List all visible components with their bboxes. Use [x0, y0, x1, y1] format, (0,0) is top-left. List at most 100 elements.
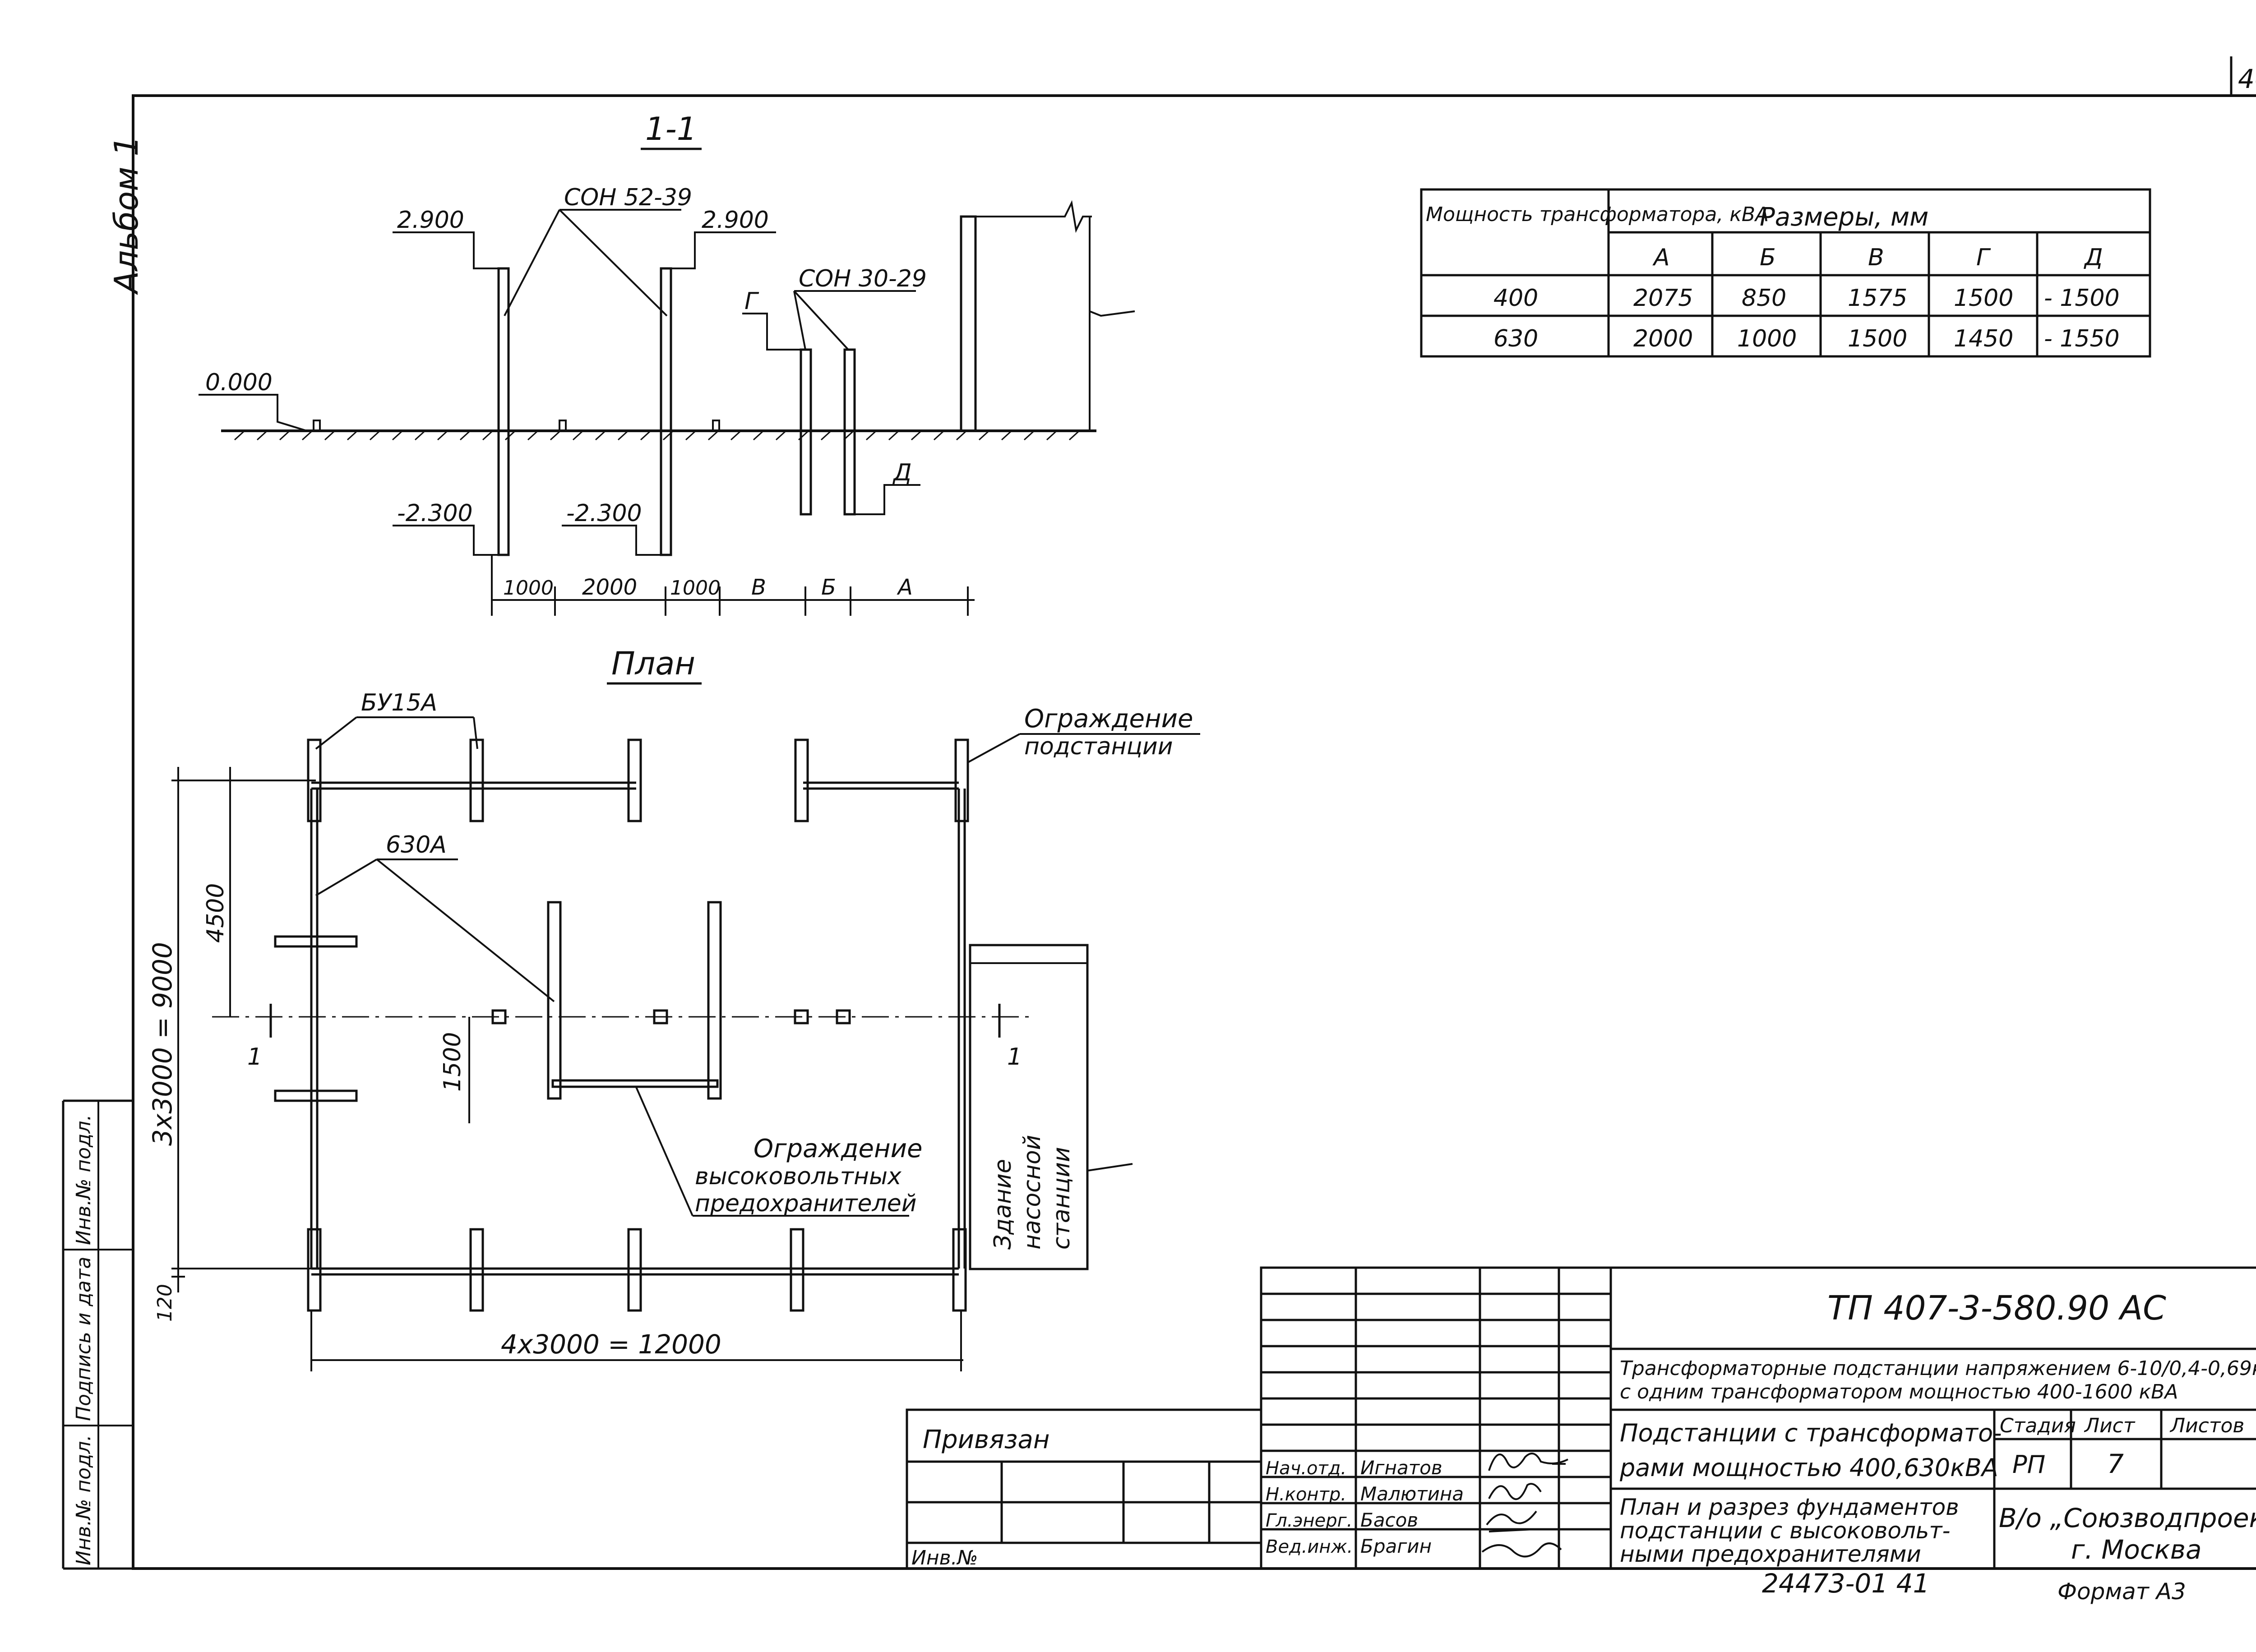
signature-name: Брагин [1360, 1535, 1432, 1557]
project-line-1: Трансформаторные подстанции напряжением … [1620, 1357, 2256, 1380]
post-plan [469, 1228, 484, 1312]
bound-label: Привязан [923, 1425, 1049, 1454]
sheet-frame [62, 56, 2256, 1570]
table-group-header: Размеры, мм [1760, 203, 1928, 232]
table-cell: - 1500 [2044, 285, 2120, 312]
format-label: Формат А3 [2057, 1578, 2186, 1605]
table-cell: 2000 [1633, 325, 1693, 352]
post-plan [307, 1228, 322, 1312]
strip-label-top: Инв.№ подл. [72, 1114, 95, 1245]
elevation-2900-left: 2.900 [397, 207, 464, 234]
title-block: ТП 407-3-580.90 АС Трансформаторные подс… [906, 1266, 2256, 1605]
signature-name: Басов [1360, 1509, 1418, 1531]
table-cell: 1575 [1848, 285, 1907, 312]
post-plan [707, 901, 722, 1100]
table-cell: 1500 [1954, 285, 2013, 312]
profile-label-son30: СОН 30-29 [799, 265, 927, 292]
post-plan [954, 738, 969, 822]
dim-1500: 1500 [439, 1032, 466, 1092]
table-row-power: 400 [1493, 285, 1538, 312]
signature-role: Вед.инж. [1266, 1537, 1353, 1557]
pump-station-label-3: станции [1048, 1147, 1075, 1250]
elevation-minus2300-right: -2.300 [566, 500, 642, 527]
strip-label-bottom: Инв.№ подл. [72, 1435, 95, 1565]
pump-station-label-2: насосной [1019, 1135, 1046, 1250]
plan-view: План [147, 645, 1200, 1371]
dim-4x3000: 4x3000 = 12000 [501, 1329, 721, 1360]
signature-name: Игнатов [1360, 1457, 1442, 1479]
signature-role: Н.контр. [1266, 1484, 1346, 1505]
label-substation-fence-2: подстанции [1024, 733, 1173, 760]
table-col-a: А [1652, 244, 1670, 271]
label-630a: 630А [386, 831, 447, 858]
table-cell: 1500 [1848, 325, 1907, 352]
sheet-title-2: подстанции с высоковольт- [1620, 1518, 1951, 1544]
post-plan [790, 1228, 804, 1312]
elevation-0000: 0.000 [205, 369, 273, 396]
section-title: 1-1 [645, 111, 697, 148]
table-cell: 1450 [1954, 325, 2013, 352]
cut-mark-left: 1 [247, 1043, 262, 1071]
dim-1000-a: 1000 [503, 577, 554, 600]
table-col-v: В [1868, 244, 1884, 271]
dim-a: А [897, 575, 913, 600]
table-cell: 2075 [1633, 285, 1693, 312]
drawing-code: ТП 407-3-580.90 АС [1827, 1289, 2166, 1328]
table-cell: 850 [1742, 285, 1786, 312]
table-col-b: Б [1760, 244, 1776, 271]
dim-1000-b: 1000 [670, 577, 721, 600]
pump-station-building [969, 944, 1089, 1270]
elevation-d: Д [892, 459, 912, 486]
album-label: Альбом 1 [107, 136, 145, 295]
post-plan [627, 1228, 642, 1312]
page-number: 40 [2238, 64, 2256, 94]
label-hv-fence-3: предохранителей [695, 1190, 917, 1217]
elevation-g: Г [744, 288, 759, 315]
signature-role: Нач.отд. [1266, 1458, 1346, 1479]
inv-label: Инв.№ [911, 1546, 978, 1569]
sheet-value: 7 [2107, 1449, 2124, 1479]
dim-v: В [751, 575, 766, 600]
plan-title: План [611, 645, 695, 682]
stage-value: РП [2012, 1450, 2045, 1479]
profile-label-son52: СОН 52-39 [564, 184, 692, 211]
post-plan [952, 1228, 967, 1312]
dim-b: Б [821, 575, 836, 600]
organization-1: В/о „Союзводпроект“ [1999, 1503, 2256, 1533]
label-hv-fence-1: Ограждение [754, 1134, 922, 1163]
post-3 [800, 348, 812, 516]
table-col-d: Д [2084, 244, 2103, 271]
section-1-1: 1-1 СОН 52-39 СОН 30-29 2.900 2.900 [199, 111, 1135, 616]
dim-120: 120 [153, 1284, 176, 1322]
sheet-header: Лист [2084, 1414, 2136, 1437]
label-hv-fence-2: высоковольтных [695, 1163, 902, 1190]
dim-4500: 4500 [202, 883, 229, 943]
sheets-header: Листов [2169, 1414, 2244, 1437]
label-substation-fence-1: Ограждение [1024, 704, 1193, 734]
table-header-power: Мощность трансформатора, кВА [1426, 203, 1769, 226]
signature-role: Гл.энерг. [1266, 1510, 1352, 1531]
strip-label-middle: Подпись и дата [72, 1257, 95, 1421]
post-plan [627, 738, 642, 822]
signature-name: Малютина [1360, 1483, 1464, 1505]
table-cell: - 1550 [2044, 325, 2120, 352]
part-line-1: Подстанции с трансформато- [1620, 1419, 2002, 1447]
handwritten-signatures [1481, 1453, 1568, 1558]
part-line-2: рами мощностью 400,630кВА [1619, 1454, 1998, 1482]
archive-number: 24473-01 41 [1762, 1568, 1929, 1599]
elevation-2900-right: 2.900 [702, 207, 769, 234]
post-4 [843, 348, 856, 516]
sheet-title-1: План и разрез фундаментов [1620, 1494, 1959, 1520]
table-cell: 1000 [1737, 325, 1797, 352]
post-plan [274, 935, 358, 948]
post-plan [274, 1089, 358, 1102]
post-1 [497, 267, 510, 556]
pump-station-label-1: Здание [989, 1159, 1017, 1250]
dim-3x3000: 3x3000 = 9000 [147, 942, 178, 1146]
post-plan [794, 738, 809, 822]
project-line-2: с одним трансформатором мощностью 400-16… [1620, 1380, 2178, 1403]
post-2 [660, 267, 672, 556]
cut-mark-right: 1 [1007, 1043, 1022, 1071]
organization-2: г. Москва [2071, 1534, 2202, 1565]
